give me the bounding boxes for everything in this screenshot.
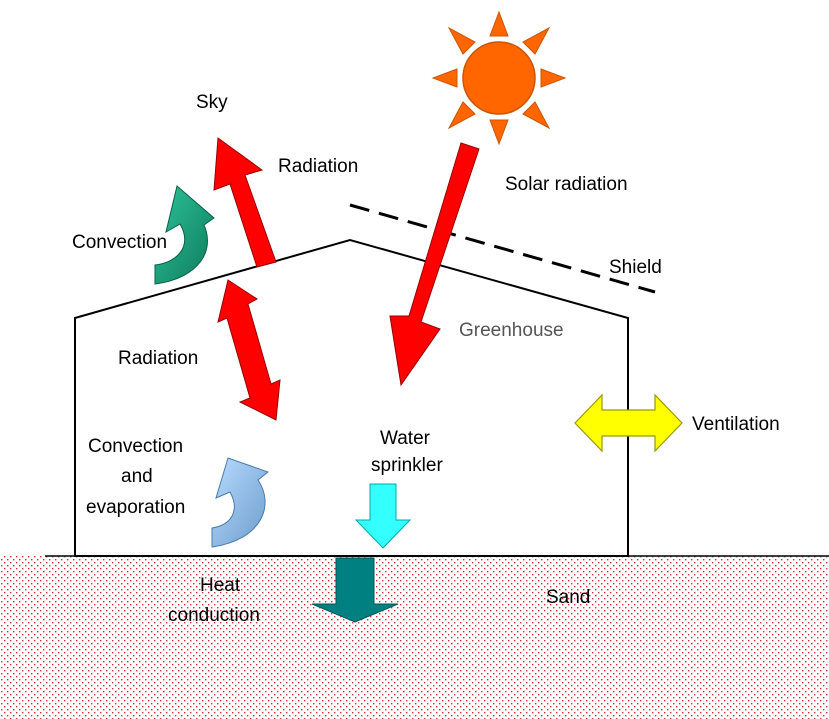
solar-radiation-arrow (389, 142, 480, 387)
radiation-to-sky-arrow (213, 137, 277, 268)
water-sprinkler-label-line2: sprinkler (371, 455, 443, 476)
heat-conduction-arrow (311, 557, 399, 623)
convection-top-label: Convection (72, 232, 167, 253)
convection-evaporation-label-line1: Convection (88, 436, 183, 457)
shield-label: Shield (609, 257, 662, 278)
water-sprinkler-arrow (354, 483, 412, 549)
ventilation-arrow (574, 393, 683, 453)
convection-evaporation-label-line3: evaporation (86, 497, 185, 518)
sand-label: Sand (546, 587, 590, 608)
ventilation-label: Ventilation (692, 414, 780, 435)
water-sprinkler-label-line1: Water (380, 428, 431, 449)
convection-evaporation-arrow (211, 457, 270, 548)
solar-radiation-label: Solar radiation (505, 174, 628, 195)
heat-conduction-label-line2: conduction (168, 605, 260, 626)
radiation-inside-label: Radiation (118, 348, 198, 369)
convection-evaporation-label-line2: and (121, 466, 153, 487)
radiation-inside-arrow (217, 279, 281, 421)
sun-icon (431, 10, 567, 146)
sand-ground (0, 556, 829, 719)
convection-top-arrow (154, 185, 215, 285)
heat-conduction-label-line1: Heat (200, 575, 241, 596)
radiation-top-label: Radiation (278, 156, 358, 177)
shield-line (349, 203, 656, 294)
greenhouse-label: Greenhouse (459, 320, 564, 341)
sky-label: Sky (196, 92, 228, 113)
greenhouse-outline (74, 238, 629, 557)
